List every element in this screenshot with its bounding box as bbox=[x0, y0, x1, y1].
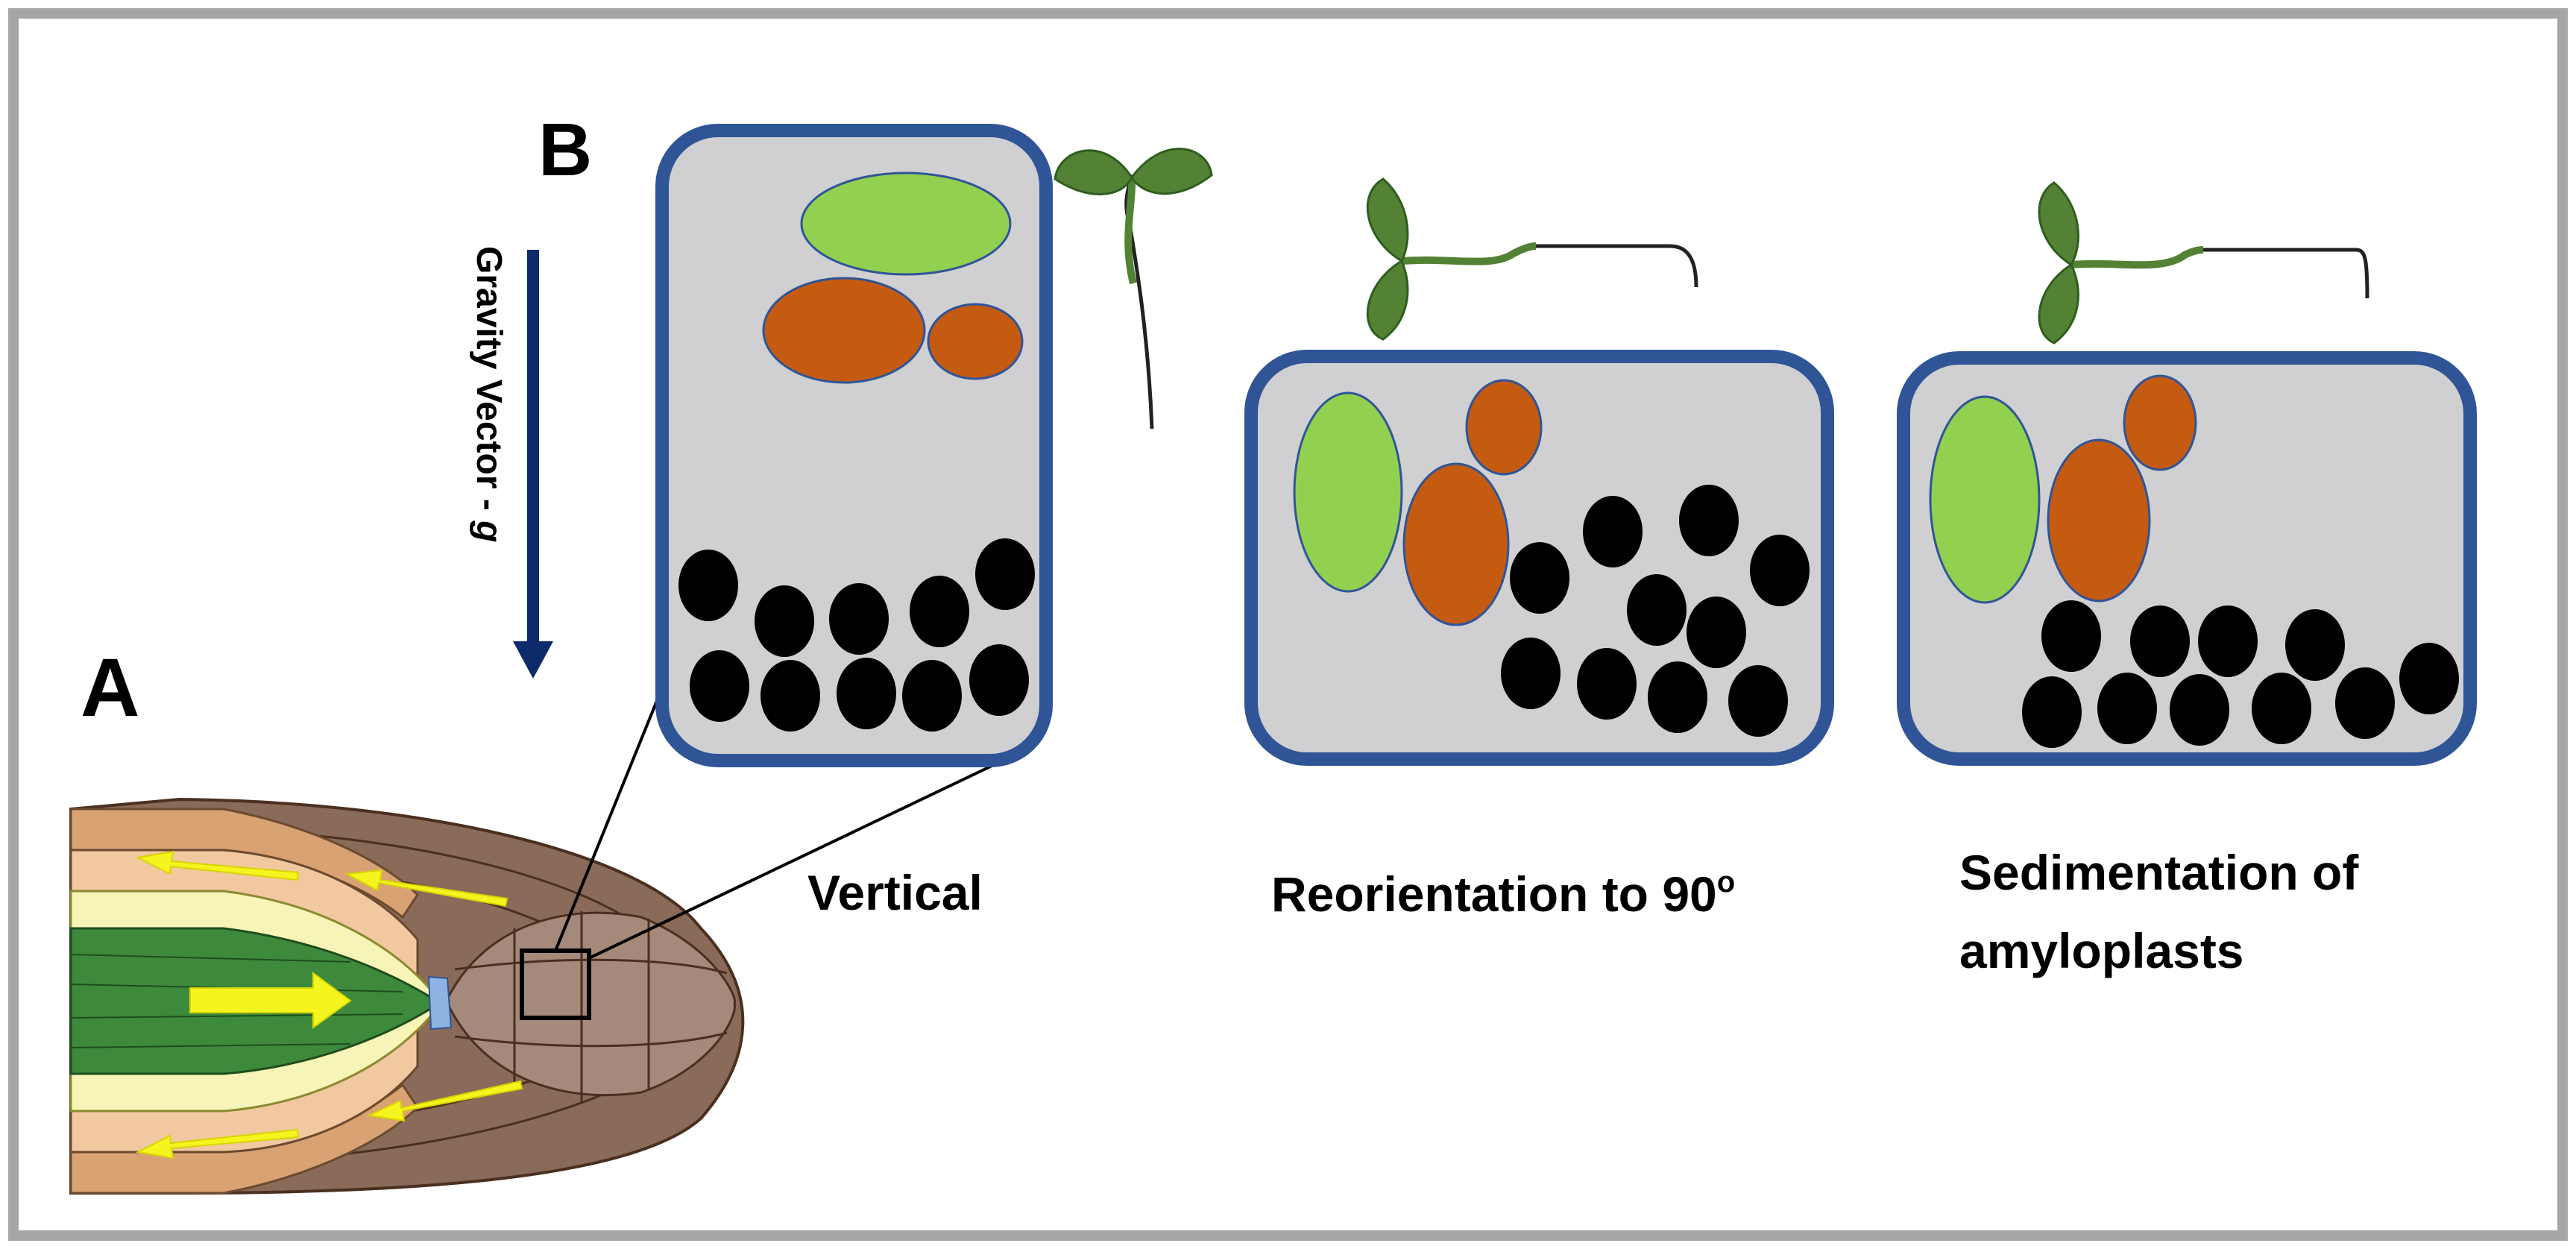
zoom-line-left bbox=[554, 693, 661, 951]
amyloplast bbox=[1577, 648, 1637, 720]
stage-caption-reorientation: Reorientation to 90o bbox=[1271, 866, 1735, 922]
leaf bbox=[2038, 262, 2079, 345]
amyloplast bbox=[2335, 667, 2395, 739]
amyloplast bbox=[690, 650, 749, 722]
auxin-arrow-upper-left bbox=[135, 850, 300, 881]
seedling-horizontal-bending bbox=[2038, 181, 2369, 345]
amyloplast bbox=[1679, 485, 1739, 556]
seedling-horizontal bbox=[1366, 177, 1698, 341]
nucleus bbox=[800, 172, 1012, 276]
gravity-symbol: g bbox=[469, 520, 508, 542]
amyloplast bbox=[1583, 496, 1643, 567]
amyloplasts bbox=[2022, 600, 2459, 748]
caption-text: Reorientation to 90 bbox=[1271, 866, 1717, 922]
organelle bbox=[927, 303, 1024, 380]
leaf bbox=[2038, 181, 2079, 267]
auxin-arrow-upper-right bbox=[344, 869, 508, 907]
panel-label-a: A bbox=[81, 642, 139, 734]
amyloplast bbox=[2170, 674, 2229, 746]
amyloplast bbox=[2041, 600, 2101, 672]
amyloplast bbox=[1750, 535, 1810, 606]
stage-caption-vertical: Vertical bbox=[807, 865, 983, 920]
stage-caption-sedimentation-line2: amyloplasts bbox=[1959, 923, 2244, 978]
amyloplast bbox=[2252, 673, 2311, 744]
root-tip-illustration bbox=[69, 693, 1004, 1195]
gravity-arrow-head bbox=[513, 641, 553, 679]
seedling-vertical bbox=[1054, 148, 1213, 430]
auxin-arrow-center bbox=[189, 972, 352, 1029]
amyloplast bbox=[1501, 638, 1561, 709]
amyloplast bbox=[755, 585, 814, 657]
gravity-label-text: Gravity Vector - bbox=[469, 246, 508, 520]
stage-vertical: Vertical bbox=[655, 124, 1213, 920]
nucleus bbox=[1929, 395, 2041, 604]
amyloplast bbox=[2285, 609, 2345, 681]
gravity-vector: Gravity Vector - g bbox=[469, 246, 553, 679]
organelle bbox=[1465, 379, 1543, 476]
amyloplast bbox=[1510, 542, 1569, 614]
degree-superscript: o bbox=[1717, 866, 1735, 899]
leaf bbox=[1054, 149, 1133, 195]
amyloplast bbox=[2130, 605, 2190, 677]
amyloplast bbox=[1728, 665, 1788, 737]
organelle bbox=[762, 277, 926, 384]
amyloplast bbox=[1648, 661, 1707, 733]
organelle bbox=[2047, 438, 2151, 603]
amyloplast bbox=[2399, 643, 2459, 714]
quiescent-center bbox=[427, 975, 453, 1031]
amyloplast bbox=[837, 658, 896, 729]
nucleus bbox=[1293, 391, 1403, 593]
stage-sedimentation: Sedimentation of amyloplasts bbox=[1897, 181, 2477, 978]
organelle bbox=[1402, 462, 1510, 626]
organelle bbox=[2123, 374, 2197, 471]
gravity-label: Gravity Vector - g bbox=[469, 246, 508, 542]
amyloplast bbox=[2198, 605, 2258, 677]
amyloplast bbox=[760, 660, 820, 732]
amyloplast bbox=[902, 660, 962, 732]
columella-cell-walls bbox=[454, 911, 728, 1102]
amyloplasts bbox=[1501, 485, 1810, 737]
leaf bbox=[1366, 259, 1409, 341]
amyloplast bbox=[910, 576, 969, 647]
amyloplast bbox=[678, 550, 738, 621]
amyloplast bbox=[829, 583, 889, 655]
zoom-line-right bbox=[588, 759, 1004, 960]
panel-label-b: B bbox=[538, 108, 592, 192]
auxin-flow-arrows bbox=[135, 850, 523, 1160]
stage-reorientation: Reorientation to 90o bbox=[1244, 177, 1834, 922]
leaf bbox=[1366, 177, 1409, 263]
amyloplast bbox=[2022, 676, 2082, 748]
amyloplast bbox=[2097, 673, 2157, 744]
amyloplasts bbox=[678, 538, 1035, 732]
leaf bbox=[1130, 148, 1213, 195]
auxin-arrow-lower-left bbox=[135, 1128, 300, 1160]
amyloplast bbox=[975, 538, 1035, 610]
stage-caption-sedimentation-line1: Sedimentation of bbox=[1959, 845, 2359, 900]
amyloplast bbox=[1627, 574, 1687, 646]
auxin-arrow-lower-right bbox=[366, 1080, 523, 1122]
amyloplast bbox=[969, 644, 1029, 716]
amyloplast bbox=[1687, 597, 1746, 668]
